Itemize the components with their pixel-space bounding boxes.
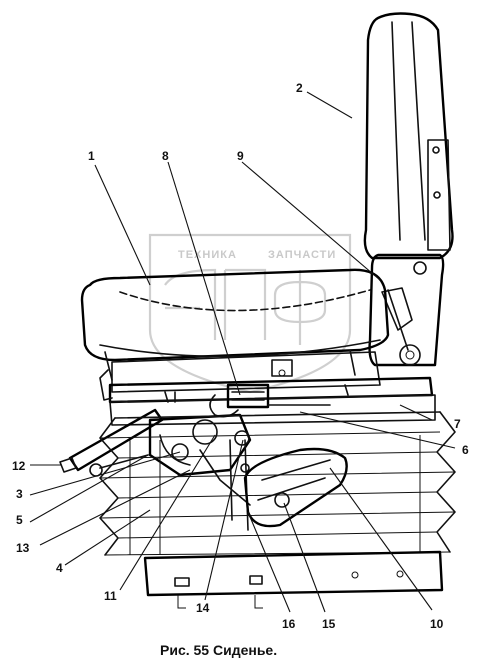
callout-1: 1 [88,149,95,163]
fore-aft-adjuster [209,383,331,418]
callout-7: 7 [454,417,461,431]
base-plate [143,550,444,609]
seat-cushion [80,268,390,381]
watermark-brand-right: ЗАПЧАСТИ [268,249,336,261]
callout-3: 3 [16,487,23,501]
callout-13: 13 [16,541,30,555]
callout-9: 9 [237,149,244,163]
callout-10: 10 [430,617,444,631]
callout-4: 4 [56,561,63,575]
callout-15: 15 [322,617,336,631]
callout-2: 2 [296,81,303,95]
callout-6: 6 [462,443,469,457]
callout-12: 12 [12,459,26,473]
watermark-brand-left: ТЕХНИКА [178,249,237,261]
watermark-logo: ТЕХНИКА ЗАПЧАСТИ [148,233,352,394]
callout-14: 14 [196,601,210,615]
leader-lines [29,91,456,613]
figure-caption: Рис. 55 Сиденье. [160,642,277,658]
callout-16: 16 [282,617,296,631]
seat-frame [99,351,436,426]
bellows [99,411,456,556]
callout-11: 11 [104,589,117,603]
callout-5: 5 [16,513,23,527]
backrest-hinge-bracket [368,253,445,367]
spring-strut [243,447,348,528]
callout-labels: 2 1 8 9 7 6 12 3 5 13 4 11 14 16 15 10 [12,81,469,631]
seat-backrest [363,12,454,260]
callout-8: 8 [162,149,169,163]
